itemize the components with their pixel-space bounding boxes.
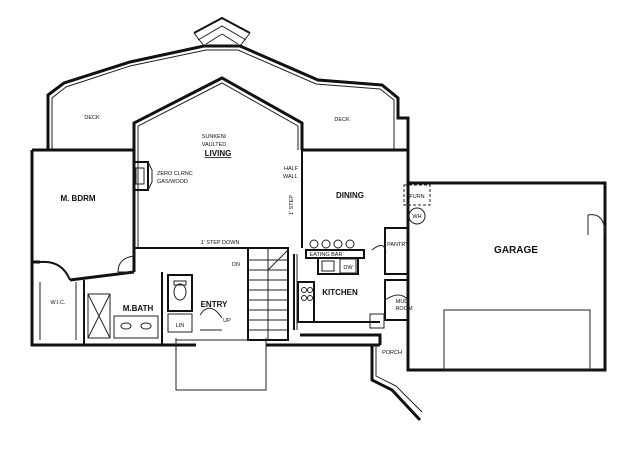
master-bedroom-label: M. BDRM	[60, 194, 95, 203]
linen-label: LIN	[176, 323, 185, 329]
dw-label: DW	[343, 265, 353, 271]
living-note-2: VAULTED	[202, 142, 227, 148]
eating-bar-label: EATING BAR	[310, 252, 343, 258]
step-label: 1' STEP	[289, 195, 295, 215]
furn-label: FURN	[409, 194, 424, 200]
half-wall-note-2: WALL	[283, 174, 298, 180]
fireplace	[133, 161, 153, 191]
entry-label: ENTRY	[201, 300, 228, 309]
half-wall-note-1: HALF	[284, 166, 299, 172]
doors	[117, 255, 409, 331]
deck-outline	[46, 44, 410, 150]
living-label: LIVING	[205, 149, 232, 158]
porch	[370, 345, 423, 422]
fireplace-note-1: ZERO CLRNC	[157, 171, 193, 177]
master-bath-label: M.BATH	[123, 304, 154, 313]
garage-label: GARAGE	[494, 245, 538, 256]
mud-room-note-2: ROOM	[395, 306, 413, 312]
deck-right-label: DECK	[334, 117, 350, 123]
mud-room-note-1: MUD	[396, 299, 409, 305]
pantry-label: PANTRY	[387, 242, 409, 248]
wic-label: W.I.C.	[51, 300, 66, 306]
fireplace-note-2: GAS/WOOD	[157, 179, 188, 185]
garage-walls	[406, 181, 607, 372]
wh-label: WH	[412, 214, 421, 220]
living-note-1: SUNKEN/	[202, 134, 227, 140]
kitchen-label: KITCHEN	[322, 288, 358, 297]
stairs	[247, 247, 298, 341]
dining-label: DINING	[336, 191, 364, 200]
dn-label: DN	[232, 262, 240, 268]
deck-left-label: DECK	[84, 115, 100, 121]
roof-peak	[193, 16, 251, 47]
step-down-label: 1' STEP DOWN	[201, 240, 240, 246]
living-room-walls	[132, 76, 304, 248]
up-label: UP	[223, 318, 231, 324]
bath-fixtures	[39, 272, 193, 345]
labels: DECK DECK SUNKEN/ VAULTED LIVING ZERO CL…	[51, 115, 539, 356]
porch-label: PORCH	[382, 350, 402, 356]
kitchen-fixtures	[297, 257, 385, 329]
